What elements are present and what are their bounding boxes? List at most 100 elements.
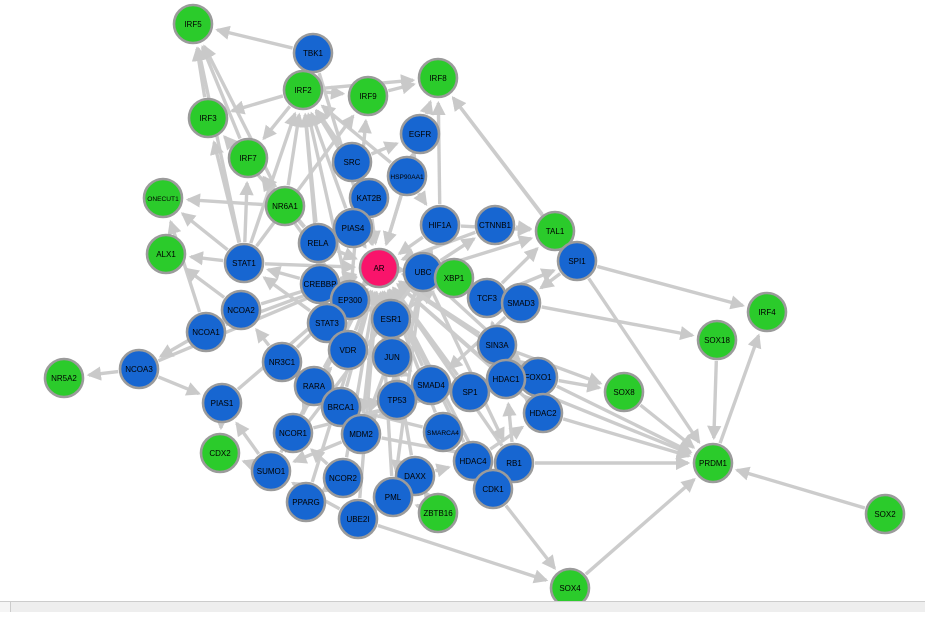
node-NCOA3[interactable]: NCOA3 [118,348,160,390]
node-circle-HSP90AA1[interactable] [386,155,428,197]
node-ESR1[interactable]: ESR1 [370,298,412,340]
node-VDR[interactable]: VDR [327,329,369,371]
node-circle-IRF5[interactable] [172,3,214,45]
node-circle-NCOR1[interactable] [272,412,314,454]
node-SOX2[interactable]: SOX2 [864,493,906,535]
node-circle-RARA[interactable] [293,365,335,407]
node-IRF3[interactable]: IRF3 [187,97,229,139]
node-MDM2[interactable]: MDM2 [340,413,382,455]
node-circle-SOX18[interactable] [696,319,738,361]
node-PIAS1[interactable]: PIAS1 [201,382,243,424]
node-NCOA1[interactable]: NCOA1 [185,311,227,353]
node-TP53[interactable]: TP53 [376,379,418,421]
node-circle-PIAS4[interactable] [332,207,374,249]
node-circle-XBP1[interactable] [433,257,475,299]
node-SRC[interactable]: SRC [331,141,373,183]
node-circle-NCOA1[interactable] [185,311,227,353]
node-circle-SIN3A[interactable] [476,324,518,366]
node-circle-SP1[interactable] [449,371,491,413]
node-IRF4[interactable]: IRF4 [746,291,788,333]
node-ONECUT1[interactable]: ONECUT1 [142,177,184,219]
node-circle-NR5A2[interactable] [43,357,85,399]
node-CTNNB1[interactable]: CTNNB1 [474,204,516,246]
node-circle-IRF4[interactable] [746,291,788,333]
node-circle-NCOR2[interactable] [322,457,364,499]
node-IRF8[interactable]: IRF8 [417,57,459,99]
node-circle-BRCA1[interactable] [320,386,362,428]
node-circle-NCOA3[interactable] [118,348,160,390]
node-circle-NR3C1[interactable] [261,341,303,383]
node-HDAC2[interactable]: HDAC2 [522,392,564,434]
node-AR[interactable]: AR [358,247,400,289]
node-circle-SOX2[interactable] [864,493,906,535]
node-circle-UBE2I[interactable] [337,498,379,540]
node-circle-HDAC2[interactable] [522,392,564,434]
node-circle-SOX8[interactable] [603,371,645,413]
node-NCOA2[interactable]: NCOA2 [220,289,262,331]
node-circle-SRC[interactable] [331,141,373,183]
node-circle-CDK1[interactable] [472,468,514,510]
node-NCOR1[interactable]: NCOR1 [272,412,314,454]
node-NR6A1[interactable]: NR6A1 [264,185,306,227]
node-SUMO1[interactable]: SUMO1 [250,450,292,492]
node-circle-SPI1[interactable] [556,240,598,282]
node-circle-SUMO1[interactable] [250,450,292,492]
node-SMARCA4[interactable]: SMARCA4 [422,411,464,453]
node-CDX2[interactable]: CDX2 [199,432,241,474]
node-IRF9[interactable]: IRF9 [347,75,389,117]
node-circle-VDR[interactable] [327,329,369,371]
node-circle-PPARG[interactable] [285,481,327,523]
node-circle-EGFR[interactable] [399,113,441,155]
node-circle-IRF3[interactable] [187,97,229,139]
node-circle-PIAS1[interactable] [201,382,243,424]
node-HDAC1[interactable]: HDAC1 [485,358,527,400]
node-UBE2I[interactable]: UBE2I [337,498,379,540]
node-circle-AR[interactable] [358,247,400,289]
node-circle-NCOA2[interactable] [220,289,262,331]
node-circle-NR6A1[interactable] [264,185,306,227]
node-circle-HIF1A[interactable] [419,204,461,246]
node-IRF5[interactable]: IRF5 [172,3,214,45]
node-JUN[interactable]: JUN [371,336,413,378]
node-XBP1[interactable]: XBP1 [433,257,475,299]
node-SOX18[interactable]: SOX18 [696,319,738,361]
node-IRF7[interactable]: IRF7 [227,137,269,179]
node-circle-TCF3[interactable] [466,277,508,319]
node-circle-SMARCA4[interactable] [422,411,464,453]
node-PRDM1[interactable]: PRDM1 [692,442,734,484]
node-circle-TAL1[interactable] [534,210,576,252]
node-circle-ZBTB16[interactable] [417,492,459,534]
node-circle-TBK1[interactable] [292,32,334,74]
node-circle-CDX2[interactable] [199,432,241,474]
node-NR3C1[interactable]: NR3C1 [261,341,303,383]
node-SPI1[interactable]: SPI1 [556,240,598,282]
node-EGFR[interactable]: EGFR [399,113,441,155]
node-circle-SMAD3[interactable] [500,282,542,324]
node-circle-MDM2[interactable] [340,413,382,455]
node-PML[interactable]: PML [372,476,414,518]
node-circle-ESR1[interactable] [370,298,412,340]
node-SP1[interactable]: SP1 [449,371,491,413]
node-TCF3[interactable]: TCF3 [466,277,508,319]
node-SOX8[interactable]: SOX8 [603,371,645,413]
node-circle-HDAC1[interactable] [485,358,527,400]
node-TBK1[interactable]: TBK1 [292,32,334,74]
node-CDK1[interactable]: CDK1 [472,468,514,510]
node-RELA[interactable]: RELA [297,222,339,264]
node-circle-IRF8[interactable] [417,57,459,99]
node-circle-PRDM1[interactable] [692,442,734,484]
node-circle-STAT3[interactable] [306,302,348,344]
node-circle-PML[interactable] [372,476,414,518]
node-PIAS4[interactable]: PIAS4 [332,207,374,249]
node-circle-ALX1[interactable] [145,233,187,275]
node-NR5A2[interactable]: NR5A2 [43,357,85,399]
horizontal-scrollbar[interactable] [0,601,925,612]
node-circle-CTNNB1[interactable] [474,204,516,246]
node-ZBTB16[interactable]: ZBTB16 [417,492,459,534]
node-circle-IRF9[interactable] [347,75,389,117]
node-circle-RELA[interactable] [297,222,339,264]
node-circle-STAT1[interactable] [223,242,265,284]
node-PPARG[interactable]: PPARG [285,481,327,523]
